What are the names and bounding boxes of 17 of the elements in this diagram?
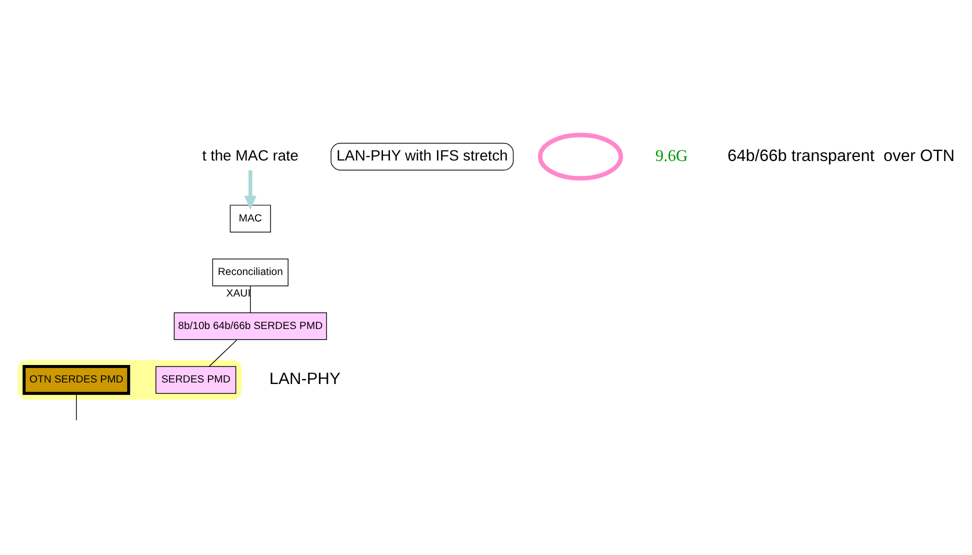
node-box: LAN-PHY with IFS stretch xyxy=(330,142,514,170)
node-box: OTN SERDES PMD xyxy=(22,364,130,394)
node-box: 8b/10b 64b/66b SERDES PMD xyxy=(174,312,327,340)
label: 64b/66b transparent over OTN xyxy=(728,146,955,164)
label: 9.6G xyxy=(655,145,688,164)
node-ellipse xyxy=(538,132,624,180)
node-box: SERDES PMD xyxy=(156,366,236,394)
node-text: t the MAC rate xyxy=(202,146,298,164)
cluster xyxy=(18,360,242,400)
label: LAN-PHY xyxy=(269,370,340,388)
edge-label: XAUI xyxy=(226,288,251,300)
arrow xyxy=(244,170,257,210)
connector xyxy=(76,392,77,420)
node-box: Reconciliation xyxy=(212,258,288,286)
connector xyxy=(250,285,251,313)
connector xyxy=(208,338,238,366)
node-box: MAC xyxy=(230,204,271,232)
